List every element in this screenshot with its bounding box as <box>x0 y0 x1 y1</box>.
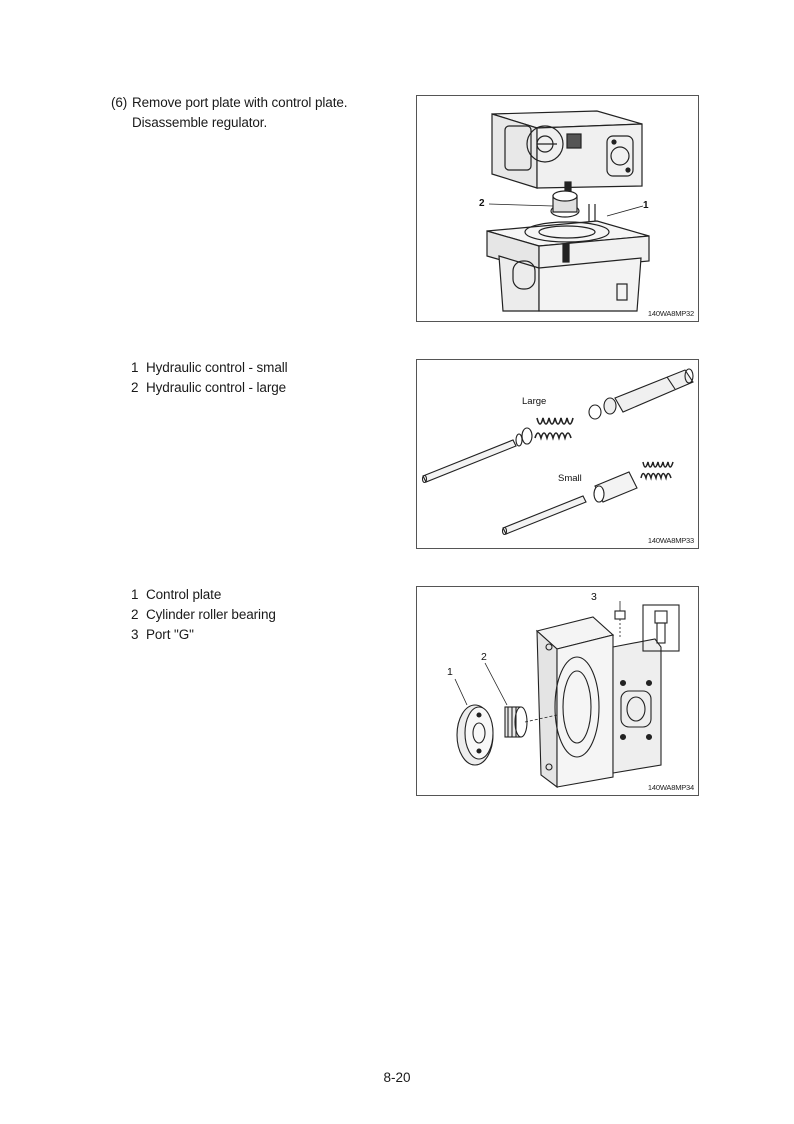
legend-number: 1 <box>131 587 139 602</box>
legend-row: 1 Control plate <box>131 585 391 605</box>
legend-row: 3 Port "G" <box>131 625 391 645</box>
step-instruction: (6) Remove port plate with control plate… <box>111 93 401 133</box>
step-line-2: Disassemble regulator. <box>132 115 268 130</box>
figure-code: 140WA8MP32 <box>647 309 694 318</box>
figure-code: 140WA8MP34 <box>647 783 694 792</box>
legend-text: Hydraulic control - small <box>146 360 288 375</box>
figure-1-label-1: 1 <box>643 200 649 211</box>
legend-row: 2 Hydraulic control - large <box>131 378 391 398</box>
figure-1-label-2: 2 <box>479 198 485 209</box>
figure-3-label-3: 3 <box>591 591 597 603</box>
figure-code: 140WA8MP33 <box>647 536 694 545</box>
legend-number: 2 <box>131 607 139 622</box>
legend-row: 1 Hydraulic control - small <box>131 358 391 378</box>
label-small: Small <box>558 473 582 484</box>
port-plate-illustration: 2 1 <box>479 110 650 312</box>
legend-number: 2 <box>131 380 139 395</box>
label-large: Large <box>522 396 546 407</box>
page-number: 8-20 <box>383 1070 411 1085</box>
figure-control-plate: 1 2 3 140WA8MP34 <box>416 586 699 796</box>
legend-number: 3 <box>131 627 139 642</box>
step-line-1: Remove port plate with control plate. <box>132 95 348 110</box>
legend-text: Hydraulic control - large <box>146 380 287 395</box>
figure-port-plate-removal: 2 1 140WA8MP32 <box>416 95 699 322</box>
legend-number: 1 <box>131 360 139 375</box>
hydraulic-control-illustration: Large Small <box>421 368 694 536</box>
control-plate-illustration: 1 2 3 <box>447 591 680 789</box>
legend-hydraulic-control: 1 Hydraulic control - small 2 Hydraulic co… <box>131 358 391 398</box>
step-number: (6) <box>111 95 128 110</box>
legend-text: Control plate <box>146 587 222 602</box>
figure-hydraulic-control: Large Small 140WA8MP33 <box>416 359 699 549</box>
figure-3-label-1: 1 <box>447 666 453 678</box>
legend-row: 2 Cylinder roller bearing <box>131 605 391 625</box>
legend-text: Cylinder roller bearing <box>146 607 276 622</box>
legend-text: Port "G" <box>146 627 194 642</box>
figure-3-label-2: 2 <box>481 651 487 663</box>
